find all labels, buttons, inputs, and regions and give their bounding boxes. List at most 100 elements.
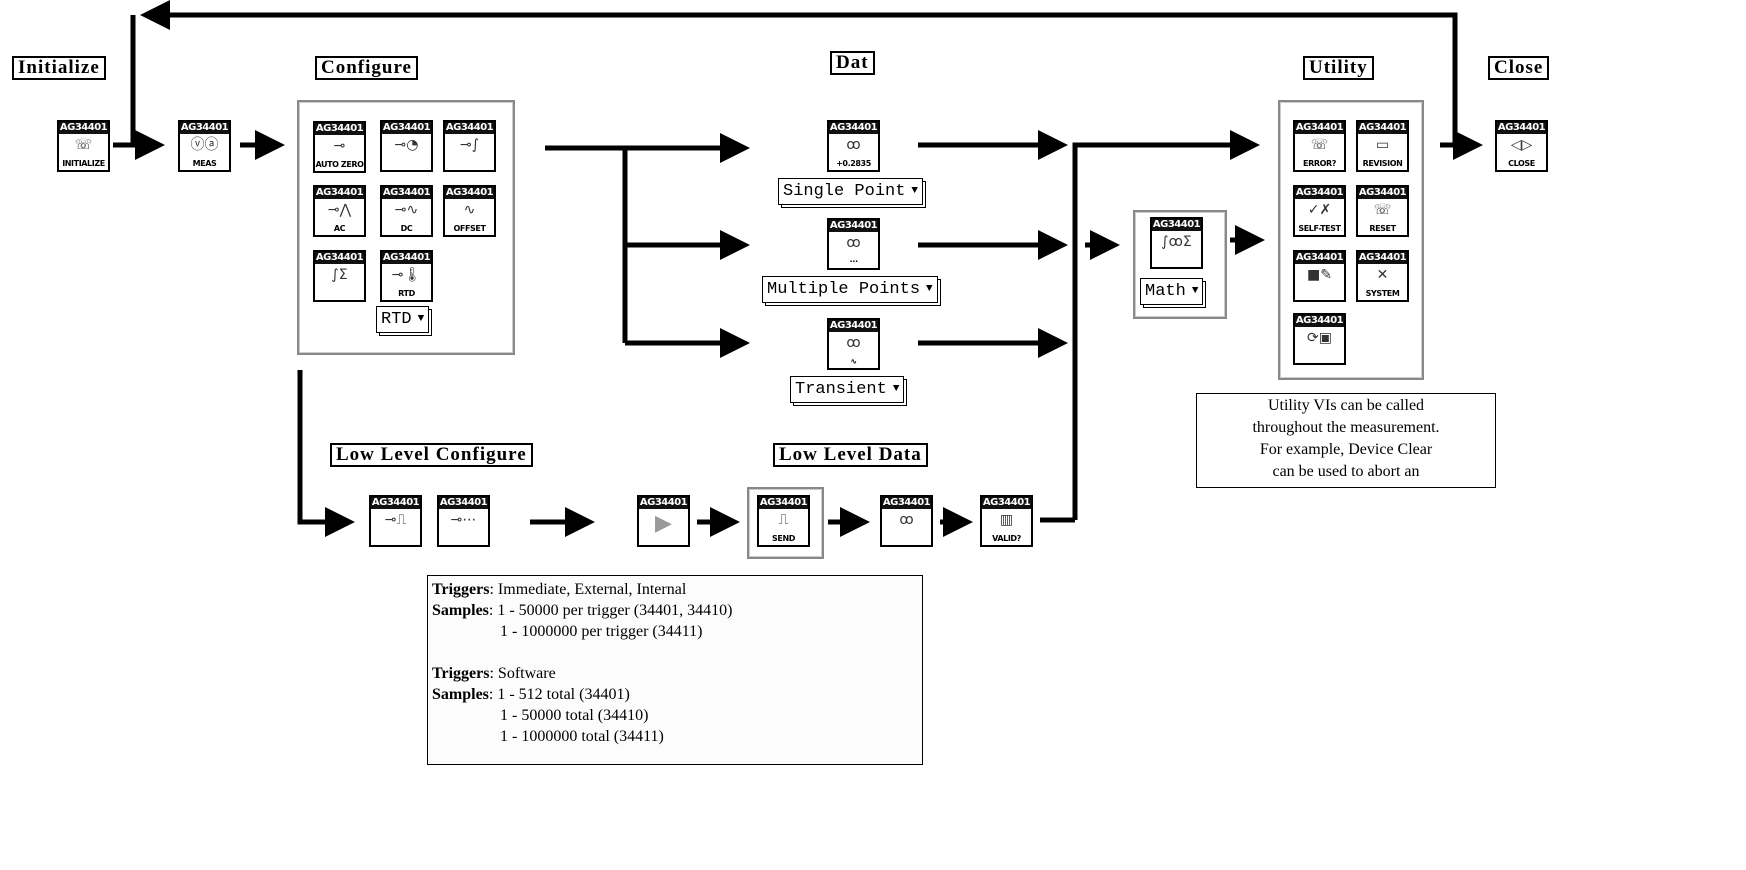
vi-header: AG34401 — [371, 497, 420, 509]
ll-trigger-glyph-icon: ⊸⎍ — [384, 512, 407, 528]
ll-initiate-vi-icon[interactable]: AG34401▶ — [637, 495, 690, 547]
math-vi-icon[interactable]: AG34401 ∫ꝏΣ — [1150, 217, 1203, 269]
vi-header: AG34401 — [829, 320, 878, 332]
ll-send-trigger-vi-icon[interactable]: AG34401⎍SEND — [757, 495, 810, 547]
samples-label: Samples — [432, 602, 489, 619]
vi-header: AG34401 — [315, 252, 364, 264]
ll-samples-vi-icon[interactable]: AG34401 ⊸⋯ — [437, 495, 490, 547]
vi-caption: VALID? — [992, 534, 1021, 543]
config-math-vi-icon[interactable]: AG34401∫Σ — [313, 250, 366, 302]
transient-selector[interactable]: Transient▼ — [790, 376, 905, 403]
vi-header: AG34401 — [1358, 252, 1407, 264]
dropdown-arrow-icon: ▼ — [417, 313, 425, 325]
triggers-label: Triggers — [432, 665, 490, 682]
vi-caption: AC — [333, 224, 346, 233]
rtd-vi-icon[interactable]: AG34401⊸🌡RTD — [380, 250, 433, 302]
reset-vi-icon[interactable]: AG34401☏RESET — [1356, 185, 1409, 237]
vi-header: AG34401 — [1358, 187, 1407, 199]
multiple-points-selector[interactable]: Multiple Points▼ — [762, 276, 938, 303]
self-test-vi-icon[interactable]: AG34401 ✓✗ SELF-TEST — [1293, 185, 1346, 237]
note-spacer — [432, 642, 918, 663]
samples-value: 1 - 1000000 per trigger (34411) — [432, 623, 703, 640]
vi-header: AG34401 — [982, 497, 1031, 509]
vi-caption — [367, 534, 424, 544]
samples-value: 1 - 1000000 total (34411) — [432, 728, 664, 745]
vi-header: AG34401 — [1295, 122, 1344, 134]
vi-header: AG34401 — [439, 497, 488, 509]
triggers-value: : Immediate, External, Internal — [489, 581, 687, 598]
multiple-points-selector-value: Multiple Points — [767, 280, 921, 299]
vi-header: AG34401 — [382, 252, 431, 264]
utility-note-line: For example, Device Clear — [1259, 441, 1433, 458]
single-point-selector[interactable]: Single Point▼ — [778, 178, 924, 205]
ll-validate-vi-icon[interactable]: AG34401 ▥ VALID? — [980, 495, 1033, 547]
close-glyph-icon: ◁▷ — [1510, 137, 1533, 153]
vi-header: AG34401 — [315, 123, 364, 135]
config-dc-vi-icon[interactable]: AG34401⊸∿DC — [380, 185, 433, 237]
vi-caption — [635, 534, 692, 544]
utility-note-line: Utility VIs can be called — [1267, 397, 1425, 414]
ll-validate-glyph-icon: ▥ — [999, 512, 1014, 528]
offset-glyph-icon: ∿ — [463, 202, 476, 218]
samples-value: : 1 - 512 total (34401) — [488, 686, 630, 703]
samples-label: Samples — [432, 686, 489, 703]
configure-selector[interactable]: RTD▼ — [376, 306, 430, 333]
vi-header: AG34401 — [1358, 122, 1407, 134]
error-glyph-icon: ☏ — [1310, 137, 1329, 153]
section-label-utility: Utility — [1303, 56, 1374, 80]
ll-samples-glyph-icon: ⊸⋯ — [450, 512, 477, 528]
vi-header: AG34401 — [1295, 252, 1344, 264]
vi-caption: SEND — [772, 534, 795, 543]
device-clear-vi-icon[interactable]: AG34401■✎ — [1293, 250, 1346, 302]
math-selector[interactable]: Math ▼ — [1140, 278, 1204, 305]
config-ac-vi-icon[interactable]: AG34401⊸⋀AC — [313, 185, 366, 237]
ll-trigger-vi-icon[interactable]: AG34401 ⊸⎍ — [369, 495, 422, 547]
config-dc-glyph-icon: ⊸∿ — [394, 202, 419, 218]
revision-vi-icon[interactable]: AG34401▭REVISION — [1356, 120, 1409, 172]
vi-caption: INITIALIZE — [62, 159, 105, 168]
save-recall-vi-icon[interactable]: AG34401⟳▣ — [1293, 313, 1346, 365]
config-filter-glyph-icon: ⊸◔ — [394, 137, 419, 153]
feedback-wire — [140, 0, 1458, 145]
self-test-glyph-icon: ✓✗ — [1307, 202, 1332, 218]
vi-header: AG34401 — [1295, 187, 1344, 199]
math-glyph-icon: ∫ꝏΣ — [1161, 234, 1192, 250]
dropdown-arrow-icon: ▼ — [892, 383, 900, 395]
vi-caption — [441, 159, 498, 169]
vi-caption: ERROR? — [1303, 159, 1336, 168]
ll-fetch-glyph-icon: ꝏ — [899, 512, 914, 528]
vi-caption: RESET — [1369, 224, 1396, 233]
vi-header: AG34401 — [315, 187, 364, 199]
math-selector-value: Math — [1145, 282, 1186, 301]
vi-header: AG34401 — [759, 497, 808, 509]
error-vi-icon[interactable]: AG34401 ☏ ERROR? — [1293, 120, 1346, 172]
vi-header: AG34401 — [882, 497, 931, 509]
multiple-points-glyph-icon: ꝏ — [846, 235, 861, 251]
wire-data-utility — [1072, 130, 1260, 520]
triggers-value: : Software — [489, 665, 556, 682]
offset-vi-icon[interactable]: AG34401∿OFFSET — [443, 185, 496, 237]
initialize-vi-icon[interactable]: AG34401☏INITIALIZE — [57, 120, 110, 172]
ll-fetch-vi-icon[interactable]: AG34401 ꝏ — [880, 495, 933, 547]
config-filter-vi-icon[interactable]: AG34401⊸◔ — [380, 120, 433, 172]
config-integrate-vi-icon[interactable]: AG34401⊸∫ — [443, 120, 496, 172]
vi-header: AG34401 — [1295, 315, 1344, 327]
close-vi-icon[interactable]: AG34401◁▷CLOSE — [1495, 120, 1548, 172]
system-vi-icon[interactable]: AG34401✕SYSTEM — [1356, 250, 1409, 302]
auto-zero-vi-icon[interactable]: AG34401⊸AUTO ZERO — [313, 121, 366, 173]
dropdown-arrow-icon: ▼ — [911, 185, 919, 197]
vi-header: AG34401 — [1152, 219, 1201, 231]
dropdown-arrow-icon: ▼ — [1191, 285, 1199, 297]
vi-header: AG34401 — [445, 187, 494, 199]
transient-glyph-icon: ꝏ — [846, 335, 861, 351]
section-label-data: Dat — [830, 51, 875, 75]
single-point-glyph-icon: ꝏ — [846, 137, 861, 153]
vi-caption: SELF-TEST — [1298, 224, 1341, 233]
vi-caption — [1148, 256, 1205, 266]
